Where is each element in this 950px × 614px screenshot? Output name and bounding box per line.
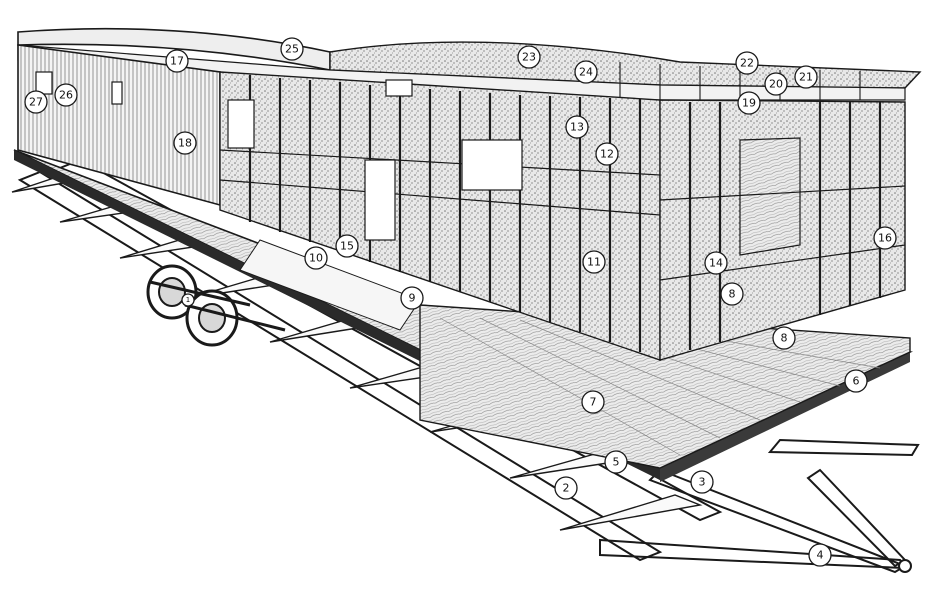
callout-6: 6 [844,369,868,393]
svg-text:18: 18 [178,137,192,150]
svg-text:8: 8 [781,332,788,345]
svg-text:13: 13 [570,121,584,134]
callout-16: 16 [873,226,897,250]
callout-25: 25 [280,37,304,61]
svg-text:14: 14 [709,257,723,270]
svg-text:11: 11 [587,256,601,269]
svg-text:21: 21 [799,71,813,84]
svg-text:22: 22 [740,57,754,70]
svg-text:24: 24 [579,66,593,79]
svg-text:2: 2 [563,482,570,495]
callout-23: 23 [517,45,541,69]
svg-text:5: 5 [613,456,620,469]
callout-8b: 8 [772,326,796,350]
callout-7: 7 [581,390,605,414]
svg-text:7: 7 [590,396,597,409]
callout-11: 11 [582,250,606,274]
svg-text:25: 25 [285,43,299,56]
callout-2: 2 [554,476,578,500]
svg-text:9: 9 [409,292,416,305]
callout-26: 26 [54,83,78,107]
callout-8a: 8 [720,282,744,306]
svg-text:20: 20 [769,78,783,91]
callout-22: 22 [735,51,759,75]
callout-5: 5 [604,450,628,474]
svg-text:26: 26 [59,89,73,102]
svg-text:10: 10 [309,252,323,265]
svg-text:17: 17 [170,55,184,68]
svg-text:23: 23 [522,51,536,64]
callout-20: 20 [764,72,788,96]
side-wall-insulation [219,71,661,361]
callout-1: 1 [181,293,195,307]
callout-15: 15 [335,234,359,258]
svg-text:6: 6 [853,375,860,388]
svg-text:19: 19 [742,97,756,110]
svg-text:27: 27 [29,96,43,109]
callout-27: 27 [24,90,48,114]
callout-13: 13 [565,115,589,139]
callout-10: 10 [304,246,328,270]
callout-9: 9 [400,286,424,310]
callout-17: 17 [165,49,189,73]
svg-text:4: 4 [817,549,824,562]
callout-3: 3 [690,470,714,494]
callout-4: 4 [808,543,832,567]
callout-19: 19 [737,91,761,115]
svg-text:8: 8 [729,288,736,301]
svg-text:3: 3 [699,476,706,489]
callout-18: 18 [173,131,197,155]
callout-12: 12 [595,142,619,166]
svg-text:12: 12 [600,148,614,161]
callout-21: 21 [794,65,818,89]
callout-24: 24 [574,60,598,84]
svg-text:16: 16 [878,232,892,245]
callout-labels: 1 2 3 4 5 6 7 8 8 9 10 11 12 13 14 15 16… [24,37,897,567]
front-end-wall [659,99,906,361]
callout-14: 14 [704,251,728,275]
svg-text:1: 1 [186,296,190,304]
svg-text:15: 15 [340,240,354,253]
